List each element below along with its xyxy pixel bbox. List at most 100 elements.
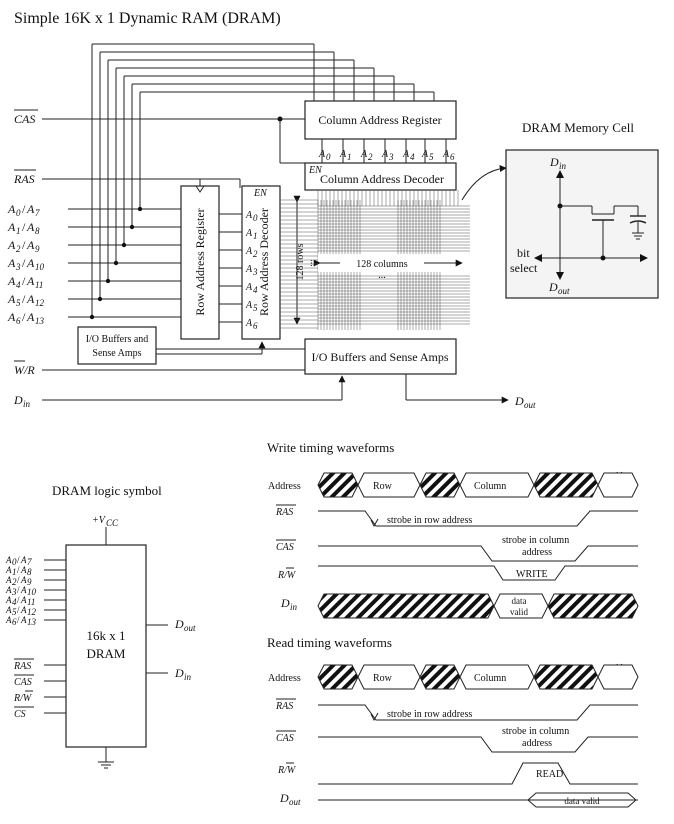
col-decoder-input-label: A (421, 149, 429, 160)
row-decoder-input-label: A (245, 300, 253, 311)
row-decoder-input-label: A (245, 210, 253, 221)
cas-junction (277, 116, 283, 122)
write-ras-wave (318, 510, 638, 527)
chip-address-pin-a-sub: 6 (12, 617, 17, 627)
read-dout-sub: out (289, 797, 301, 807)
address-label-slash: / (22, 220, 26, 234)
row-decoder-input-sub: 6 (253, 321, 258, 331)
col-decoder-input-label: A (442, 149, 450, 160)
col-decoder-input-label: A (381, 149, 389, 160)
address-label-b: A (26, 220, 35, 234)
address-continuation-dots: . . (616, 657, 623, 667)
chip-address-pin-a: A (5, 585, 12, 595)
col-decoder-input-sub: 5 (429, 152, 434, 162)
write-address-label: Address (268, 481, 301, 492)
address-label-a: A (7, 256, 16, 270)
write-data-note-2: valid (510, 607, 528, 617)
read-ras-label: RAS (275, 701, 293, 712)
write-timing: Write timing waveforms Address . . Row C… (267, 440, 639, 619)
address-label-slash: / (22, 202, 26, 216)
address-label-a: A (7, 310, 16, 324)
chip-address-pin-a: A (5, 555, 12, 565)
chip-address-pin-b: A (20, 585, 27, 595)
chip-address-pin-a-sub: 4 (12, 597, 17, 607)
cell-din-sub: in (559, 161, 567, 171)
read-row-label: Row (373, 673, 393, 684)
read-cas-note-1: strobe in column (502, 726, 569, 737)
write-cas-note-2: address (522, 547, 552, 558)
address-label-b-sub: 9 (35, 244, 40, 254)
row-decoder-input-sub: 5 (253, 303, 258, 313)
row-decoder-input-sub: 4 (253, 285, 258, 295)
col-decoder-input-label: A (360, 149, 368, 160)
col-decoder-input-sub: 4 (410, 152, 415, 162)
col-decoder-input-sub: 3 (388, 152, 394, 162)
chip-address-pin-b-sub: 10 (27, 587, 37, 597)
write-cas-label: CAS (276, 542, 294, 553)
address-label-a-sub: 0 (16, 208, 21, 218)
chip-address-pin-b: A (20, 575, 27, 585)
column-address-register (304, 100, 457, 140)
chip-address-pin-b-sub: 12 (27, 607, 37, 617)
chip-address-pin-b: A (20, 605, 27, 615)
row-decoder-input-label: A (245, 264, 253, 275)
write-rw-wave (318, 565, 638, 581)
chip-address-pin-a: A (5, 595, 12, 605)
read-address-wave: . . (317, 657, 639, 690)
row-decoder-input-label: A (245, 246, 253, 257)
chip-control-pin-label: R/W (13, 693, 33, 704)
address-label-b-sub: 11 (35, 280, 43, 290)
din-label: D (13, 393, 23, 407)
row-decoder-input-label: A (245, 318, 253, 329)
row-address-register-label: Row Address Register (193, 208, 207, 315)
chip-address-pin-slash: / (17, 565, 20, 575)
column-address-decoder (304, 162, 457, 191)
chip-control-pin-label: CS (14, 709, 26, 720)
chip-address-pin-a: A (5, 615, 12, 625)
write-data-note-1: data (512, 596, 527, 606)
row-decoder-en-label: EN (253, 188, 268, 199)
address-label-a: A (7, 292, 16, 306)
read-ras-wave (318, 704, 638, 721)
address-bus-junction (105, 278, 111, 284)
cas-label: CAS (14, 112, 35, 126)
io-buffers-small-label-2: Sense Amps (92, 348, 141, 359)
rows-ellipsis: ... (304, 259, 315, 267)
col-decoder-input-label: A (318, 149, 326, 160)
address-label-b: A (26, 256, 35, 270)
write-timing-title: Write timing waveforms (267, 440, 394, 455)
cell-data-junction (557, 203, 563, 209)
read-rw-wave (318, 762, 638, 785)
row-decoder-input-sub: 2 (253, 249, 258, 259)
ras-label: RAS (13, 172, 35, 186)
chip-dout-sub: out (184, 623, 196, 633)
write-ras-arrow (370, 518, 379, 528)
row-address-register (180, 185, 220, 340)
cell-din-label: D (549, 155, 559, 169)
address-label-a-sub: 6 (16, 316, 21, 326)
address-label-a: A (7, 238, 16, 252)
chip-address-pin-a: A (5, 605, 12, 615)
write-din-wave (317, 593, 639, 619)
chip-address-pin-a: A (5, 565, 12, 575)
write-address-wave: . . (317, 465, 639, 498)
chip-address-pin-a-sub: 1 (12, 567, 17, 577)
column-address-register-label: Column Address Register (318, 113, 441, 127)
address-invalid-segment (419, 664, 461, 690)
address-invalid-segment (533, 664, 599, 690)
dout-label: D (514, 394, 524, 408)
row-decoder-input-sub: 0 (253, 213, 258, 223)
din-sub: in (23, 399, 31, 409)
address-label-slash: / (22, 274, 26, 288)
address-bus-junction (89, 314, 95, 320)
address-invalid-segment (533, 472, 599, 498)
memory-cell-box (505, 149, 659, 299)
chip-address-pin-a-sub: 2 (12, 577, 17, 587)
chip-dout-label: D (174, 617, 184, 631)
logic-symbol-title: DRAM logic symbol (52, 483, 162, 498)
read-column-label: Column (474, 673, 506, 684)
address-label-b: A (26, 310, 35, 324)
